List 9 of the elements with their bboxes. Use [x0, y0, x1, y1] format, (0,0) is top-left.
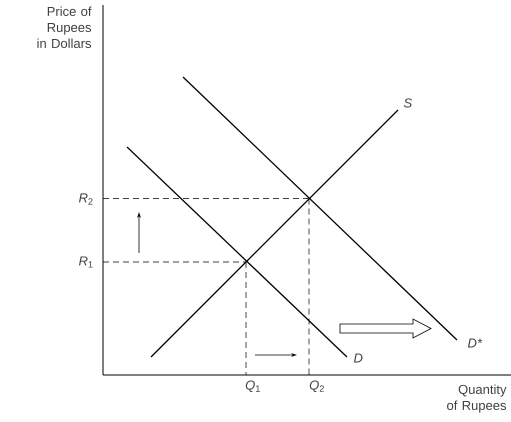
- tick-label: Q$_{2}$: [310, 380, 324, 392]
- curve-label: S: [404, 98, 412, 108]
- curve-label: D: [354, 354, 362, 362]
- tick-label: R$_{1}$: [78, 256, 93, 268]
- tick-label: R$_{2}$: [78, 193, 93, 205]
- tick-label: Q$_{1}$: [246, 380, 260, 392]
- axis-label: Price of Rupees in Dollars: [37, 6, 92, 48]
- curve-label: D*: [468, 338, 482, 348]
- axis-label: Quantity of Rupees: [447, 384, 506, 413]
